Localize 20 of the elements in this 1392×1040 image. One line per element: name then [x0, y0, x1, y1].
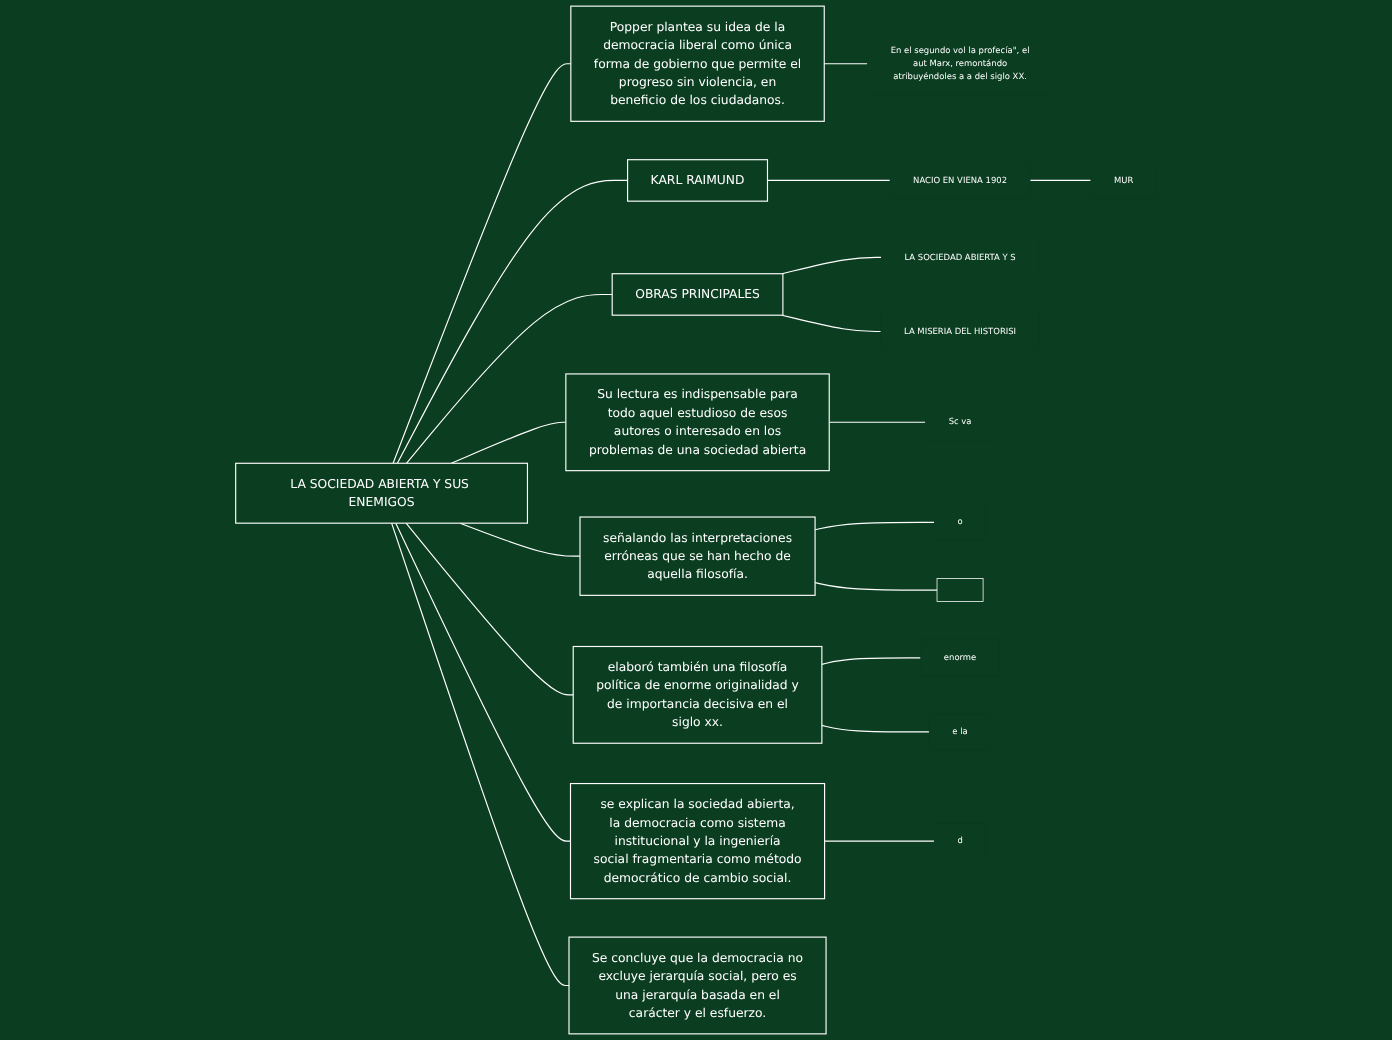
connector: [781, 256, 882, 275]
connector: [814, 582, 938, 591]
connector: [405, 293, 613, 464]
connector: [766, 179, 891, 181]
connector: [396, 179, 629, 464]
connector: [824, 840, 935, 842]
connector: [392, 63, 572, 464]
connector: [450, 421, 567, 464]
connector: [821, 724, 930, 733]
connector: [395, 522, 572, 842]
connector: [781, 314, 882, 333]
connector: [828, 421, 927, 423]
connector: [459, 522, 581, 557]
connector: [814, 521, 935, 531]
connector: [1029, 179, 1092, 181]
node-box: [936, 578, 984, 602]
connector: [391, 522, 570, 987]
connector: [821, 657, 922, 665]
connector: [823, 63, 869, 65]
connector: [405, 522, 574, 696]
